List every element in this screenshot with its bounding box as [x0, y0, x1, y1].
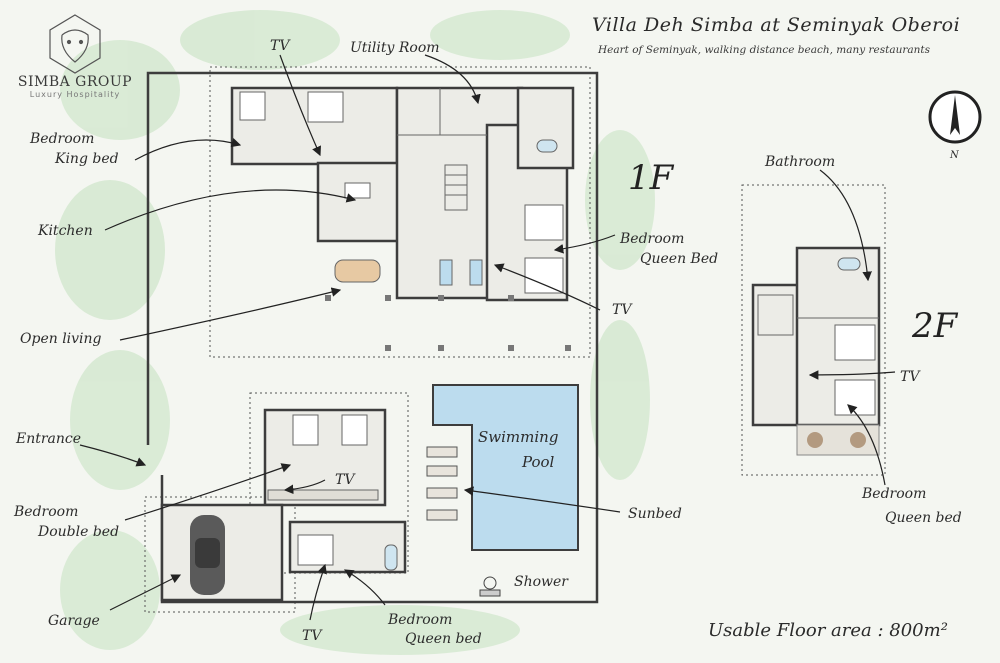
floor-label-2f: 2F — [912, 306, 958, 346]
label-bathroom-2f: Bathroom — [764, 154, 835, 170]
label-garage: Garage — [48, 613, 100, 629]
brand-tagline: Luxury Hospitality — [29, 90, 121, 99]
label-queen-bed-bottom: Queen bed — [405, 631, 482, 647]
label-bedroom-double: Bedroom — [13, 504, 78, 520]
label-utility-room: Utility Room — [350, 40, 440, 56]
shower — [479, 576, 501, 597]
brand-block: SIMBA GROUP Luxury Hospitality — [10, 12, 140, 99]
label-tv-1f-right: TV — [612, 302, 633, 318]
labels: TV Utility Room Bedroom King bed Kitchen… — [13, 38, 962, 647]
label-open-living: Open living — [20, 331, 102, 347]
floor-label-1f: 1F — [628, 158, 674, 198]
second-floor-interior — [757, 257, 879, 416]
first-floor-building — [230, 86, 575, 302]
label-tv-guest: TV — [335, 472, 356, 488]
label-queen-bed-2f: Queen bed — [885, 510, 962, 526]
label-tv-2f: TV — [900, 369, 921, 385]
page-subtitle: Heart of Seminyak, walking distance beac… — [598, 44, 931, 56]
label-sunbed: Sunbed — [628, 506, 682, 522]
label-bedroom-queen-2f: Bedroom — [861, 486, 926, 502]
label-swimming: Swimming — [478, 428, 558, 446]
sunbeds — [426, 446, 458, 521]
compass-north-label: N — [949, 150, 960, 161]
brand-name: SIMBA GROUP — [17, 74, 133, 90]
label-kitchen: Kitchen — [37, 223, 93, 239]
label-tv-bottom: TV — [302, 628, 323, 644]
label-queen-bed-1f: Queen Bed — [640, 251, 718, 267]
label-bedroom-queen-1f: Bedroom — [619, 231, 684, 247]
page-title: Villa Deh Simba at Seminyak Oberoi — [592, 14, 961, 36]
label-bedroom-queen-bottom: Bedroom — [387, 612, 452, 628]
label-tv-top: TV — [270, 38, 291, 54]
second-floor-terrace — [796, 424, 880, 456]
label-double-bed: Double bed — [37, 524, 119, 540]
label-pool: Pool — [521, 453, 555, 471]
greenery — [55, 10, 655, 655]
label-shower: Shower — [514, 574, 569, 590]
leader-arrows — [79, 54, 896, 621]
terrace-posts — [325, 295, 571, 351]
label-entrance: Entrance — [15, 431, 81, 447]
guest-interior — [267, 414, 398, 571]
usable-floor-area: Usable Floor area : 800m² — [708, 620, 948, 641]
label-king-bed: King bed — [54, 151, 119, 167]
swimming-pool — [432, 384, 579, 551]
simba-logo-icon — [49, 14, 101, 74]
compass — [928, 90, 982, 144]
garage-car — [190, 515, 225, 595]
label-bedroom-king: Bedroom — [29, 131, 94, 147]
